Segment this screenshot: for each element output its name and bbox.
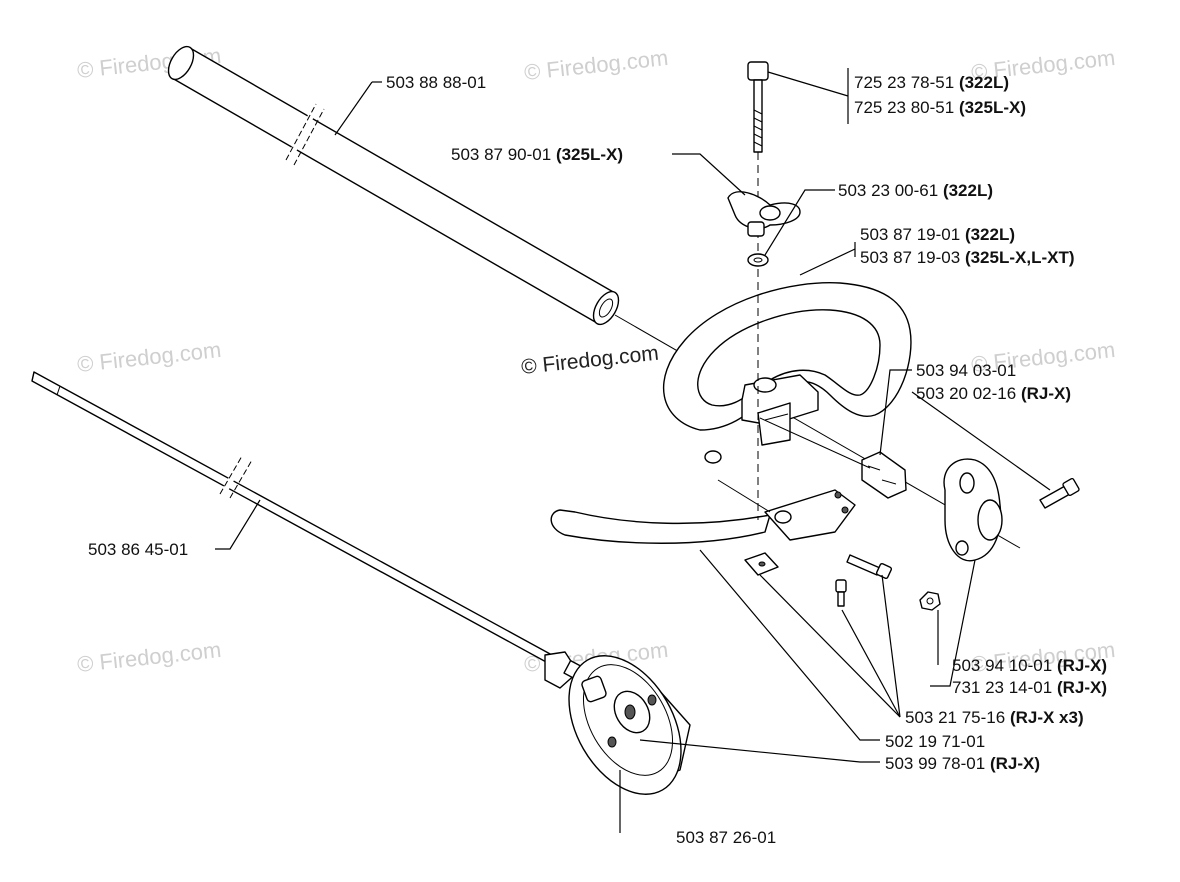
top-bolt	[747, 61, 769, 520]
label-nut: 731 23 14-01 (RJ-X)	[952, 678, 1107, 697]
watermarks: © Firedog.com © Firedog.com © Firedog.co…	[76, 43, 1116, 677]
clutch-drum	[568, 655, 691, 833]
label-knob: 503 87 90-01 (325L-X)	[451, 145, 623, 164]
label-bolts3: 503 21 75-16 (RJ-X x3)	[905, 708, 1084, 727]
nut	[919, 591, 941, 611]
label-handle-a: 503 87 19-01 (322L)	[860, 225, 1015, 244]
wing-knob	[727, 191, 801, 237]
label-shaft: 503 86 45-01	[88, 540, 188, 559]
label-screw: 503 20 02-16 (RJ-X)	[916, 384, 1071, 403]
loop-handle	[662, 282, 912, 464]
clamp-block	[861, 451, 907, 499]
shaft-tube	[167, 45, 1021, 549]
guard-handle	[550, 489, 856, 576]
small-bolts	[835, 554, 893, 607]
label-clamp: 503 94 10-01 (RJ-X)	[952, 656, 1107, 675]
label-block: 503 94 03-01	[916, 361, 1016, 380]
watermark: © Firedog.com	[76, 337, 222, 377]
clamp-ring	[943, 458, 1003, 562]
part-labels: 503 88 88-01 725 23 78-51 (322L) 725 23 …	[88, 73, 1107, 847]
label-bolt-b: 725 23 80-51 (325L-X)	[854, 98, 1026, 117]
screw-right	[1039, 477, 1080, 509]
washer	[747, 253, 769, 267]
label-drum: 503 87 26-01	[676, 828, 776, 847]
label-bolt-a: 725 23 78-51 (322L)	[854, 73, 1009, 92]
watermark: © Firedog.com	[523, 45, 669, 85]
drive-shaft	[31, 371, 591, 689]
label-guard-handle: 502 19 71-01	[885, 732, 985, 751]
watermark-center: © Firedog.com	[520, 342, 660, 379]
watermark: © Firedog.com	[76, 637, 222, 677]
label-pad: 503 99 78-01 (RJ-X)	[885, 754, 1040, 773]
leader-lines	[215, 68, 1051, 763]
label-tube: 503 88 88-01	[386, 73, 486, 92]
label-washer: 503 23 00-61 (322L)	[838, 181, 993, 200]
label-handle-b: 503 87 19-03 (325L-X,L-XT)	[860, 248, 1075, 267]
